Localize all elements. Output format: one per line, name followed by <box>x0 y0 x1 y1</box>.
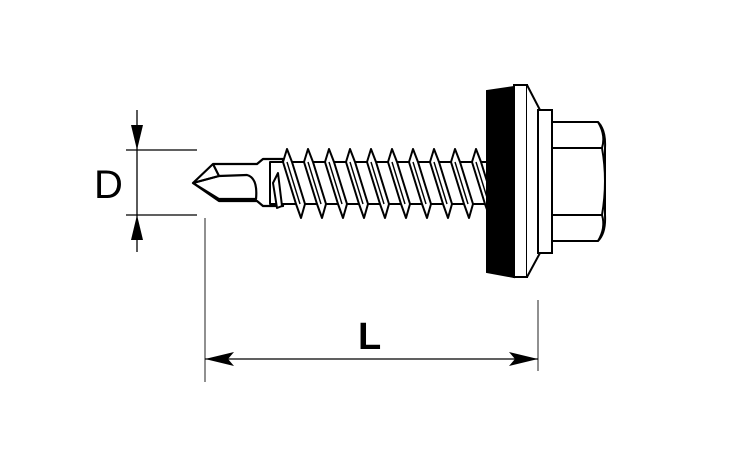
arrow-right-icon <box>509 352 538 366</box>
drill-point <box>191 157 285 208</box>
sealing-washer <box>486 85 515 279</box>
arrow-down-icon <box>131 125 143 150</box>
diameter-label: D <box>94 163 123 207</box>
length-dimension <box>204 218 539 382</box>
diameter-dimension <box>126 110 197 252</box>
threaded-shank <box>269 148 495 219</box>
length-label: L <box>358 316 382 358</box>
metal-washer <box>513 84 541 278</box>
flange <box>537 109 553 254</box>
arrow-up-icon <box>131 215 143 240</box>
hex-head <box>551 121 607 242</box>
arrow-left-icon <box>205 352 234 366</box>
